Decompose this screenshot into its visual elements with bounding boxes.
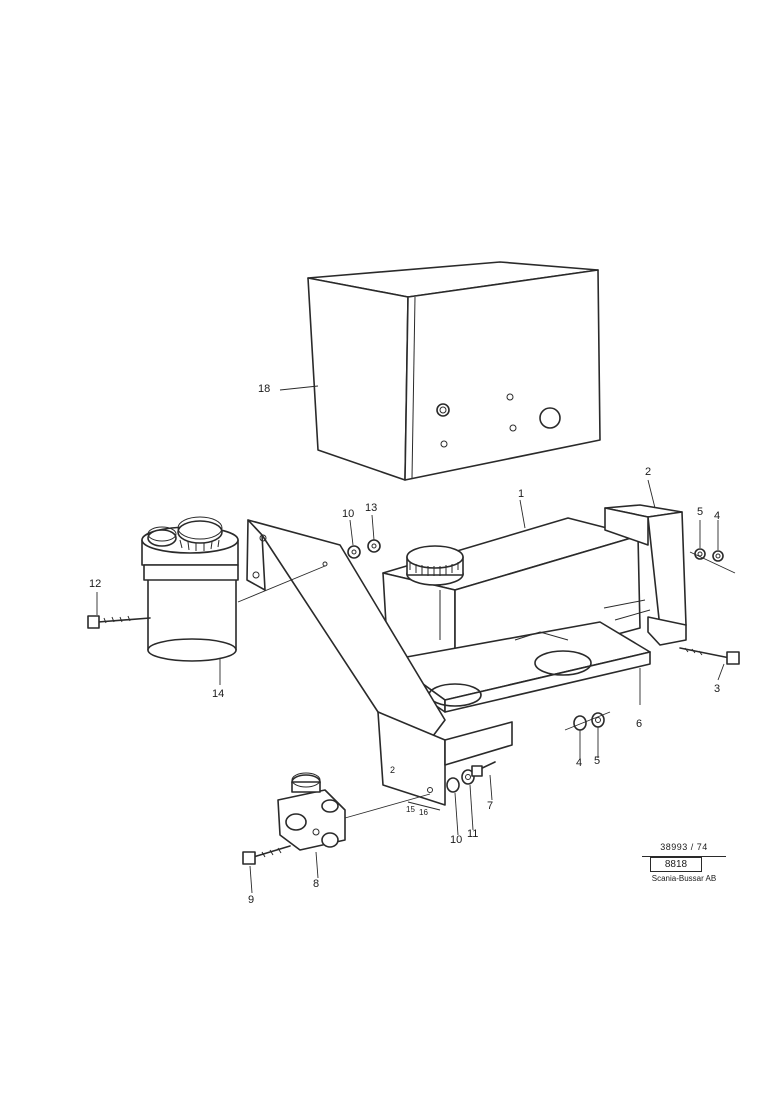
filter-canister [141,516,239,685]
cover-hole-5 [539,407,561,429]
reference-stamp: 38993 / 74 8818 Scania-Bussar AB [638,842,730,888]
bolt-3 [679,647,740,681]
reference-code: 38993 / 74 [642,842,726,857]
cover-hole-1 [436,403,450,417]
lower-plate [377,711,513,811]
cover-hole-2 [440,440,448,448]
nut-10-upper [347,519,361,559]
washer-11 [461,769,475,831]
cover-hole-3 [509,424,517,432]
washer-10-lower [446,777,460,836]
nut-6-lower [591,712,605,758]
nut-5-upper [694,520,706,560]
nut-4-upper [712,520,724,562]
bolt-9 [242,845,291,894]
nut-4-lower [573,715,587,760]
angled-bracket [246,519,446,741]
valve-block [277,772,346,879]
cover-hole-4 [506,393,514,401]
reference-number: 8818 [650,857,702,872]
cover-box [279,261,601,481]
bolt-12 [87,592,151,629]
bolt-7 [471,761,496,801]
right-bracket [603,479,687,646]
reference-company: Scania-Bussar AB [651,874,717,883]
nut-13 [367,514,381,553]
